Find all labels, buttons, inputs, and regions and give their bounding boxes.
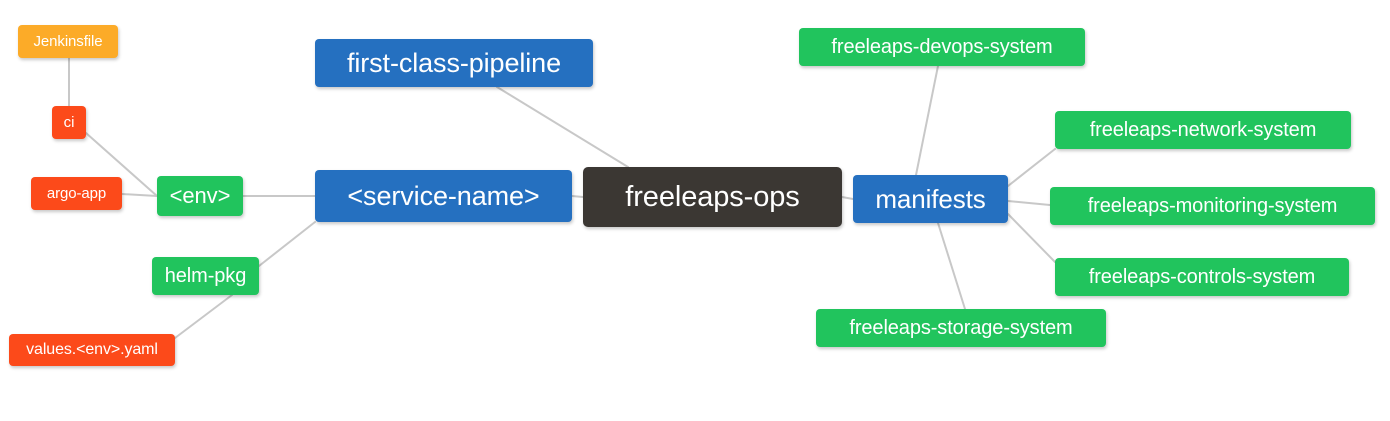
mindmap-node-controls-system[interactable]: freeleaps-controls-system — [1055, 258, 1349, 296]
mindmap-node-values-yaml[interactable]: values.<env>.yaml — [9, 334, 175, 366]
mindmap-node-service-name[interactable]: <service-name> — [315, 170, 572, 222]
mindmap-edge-manifests-to-network-system — [1007, 148, 1056, 187]
mindmap-node-monitoring-system[interactable]: freeleaps-monitoring-system — [1050, 187, 1375, 225]
mindmap-node-ci[interactable]: ci — [52, 106, 86, 139]
mindmap-node-env[interactable]: <env> — [157, 176, 243, 216]
mindmap-node-first-class-pipeline[interactable]: first-class-pipeline — [315, 39, 593, 87]
mindmap-edge-freeleaps-ops-to-manifests — [841, 196, 854, 200]
mindmap-edge-argo-app-to-env — [121, 193, 158, 197]
mindmap-node-argo-app[interactable]: argo-app — [31, 177, 122, 210]
mindmap-node-storage-system[interactable]: freeleaps-storage-system — [816, 309, 1106, 347]
mindmap-edge-manifests-to-controls-system — [1007, 213, 1056, 263]
mindmap-edge-values-yaml-to-helm-pkg — [174, 294, 233, 339]
mindmap-node-manifests[interactable]: manifests — [853, 175, 1008, 223]
mindmap-node-devops-system[interactable]: freeleaps-devops-system — [799, 28, 1085, 66]
mindmap-node-freeleaps-ops[interactable]: freeleaps-ops — [583, 167, 842, 227]
mindmap-node-network-system[interactable]: freeleaps-network-system — [1055, 111, 1351, 149]
mindmap-edge-service-name-to-freeleaps-ops — [571, 195, 584, 198]
mindmap-edge-manifests-to-storage-system — [937, 222, 966, 310]
mindmap-node-helm-pkg[interactable]: helm-pkg — [152, 257, 259, 295]
mindmap-node-jenkinsfile[interactable]: Jenkinsfile — [18, 25, 118, 58]
mindmap-edge-helm-pkg-to-service-name — [258, 221, 316, 267]
mindmap-edge-manifests-to-devops-system — [915, 65, 939, 176]
mindmap-edge-manifests-to-monitoring-system — [1007, 200, 1051, 206]
mindmap-edge-first-class-pipeline-to-freeleaps-ops — [496, 86, 629, 168]
